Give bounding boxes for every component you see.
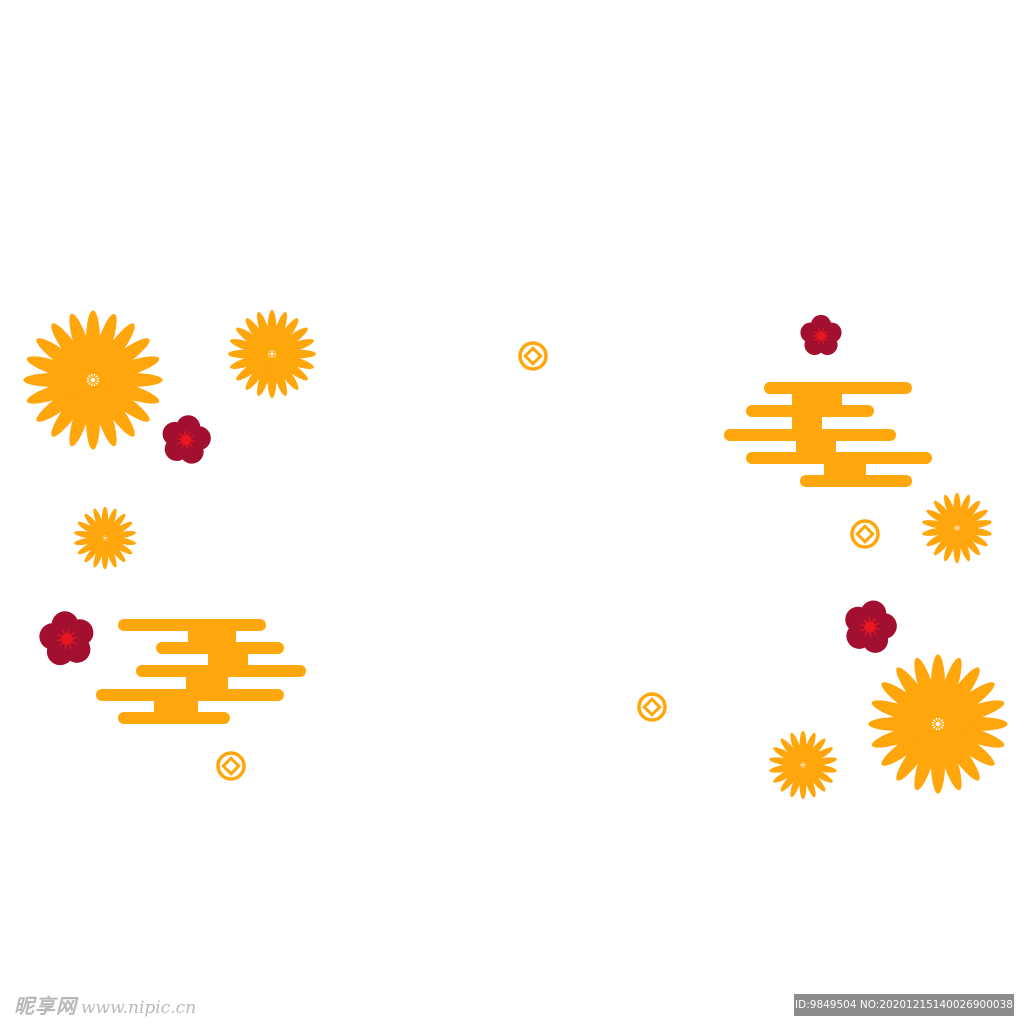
- plum-blossom-icon: [800, 314, 842, 356]
- coin-icon: [518, 341, 548, 371]
- watermark-site-name: 昵享网: [14, 994, 77, 1018]
- chrysanthemum-icon: [74, 506, 136, 570]
- chrysanthemum-icon: [769, 730, 837, 800]
- chrysanthemum-icon: [922, 492, 992, 564]
- chrysanthemum-icon: [23, 310, 163, 450]
- coin-icon: [850, 519, 880, 549]
- watermark-id-badge: ID:9849504 NO:20201215140026900038: [794, 994, 1014, 1016]
- auspicious-cloud-icon: [724, 382, 932, 487]
- chrysanthemum-icon: [868, 654, 1008, 794]
- plum-blossom-icon: [39, 611, 94, 666]
- plum-blossom-icon: [845, 600, 897, 653]
- coin-icon: [637, 692, 667, 722]
- plum-blossom-icon: [162, 415, 211, 464]
- chrysanthemum-icon: [227, 309, 317, 399]
- auspicious-cloud-icon: [96, 619, 306, 724]
- coin-icon: [216, 751, 246, 781]
- watermark-site-url: www.nipic.cn: [81, 998, 197, 1018]
